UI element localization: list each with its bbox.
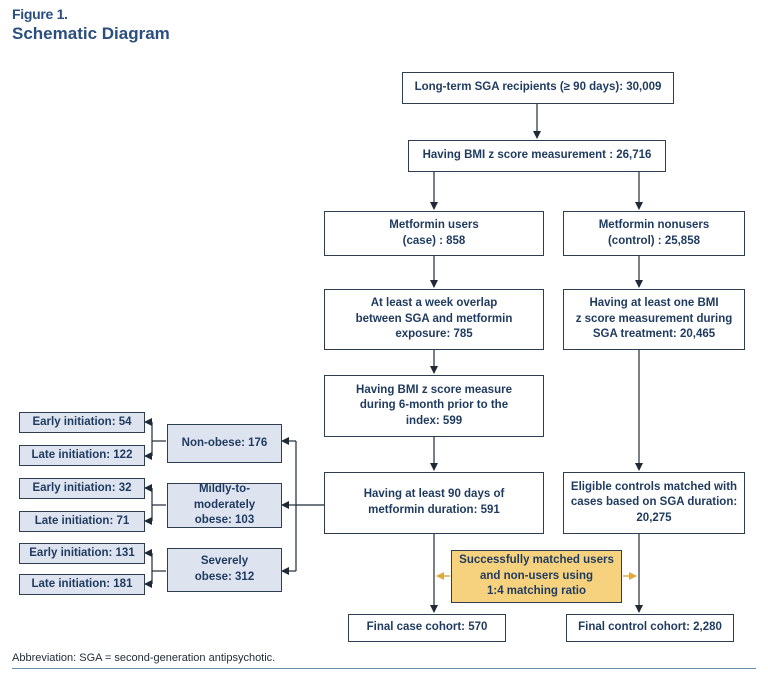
early-initiation-nonobese: Early initiation: 54	[19, 412, 145, 433]
mild-obese-box: Mildly-to-moderately obese: 103	[167, 483, 282, 528]
metformin-nonusers-box: Metformin nonusers (control) : 25,858	[563, 211, 745, 256]
late-initiation-mild: Late initiation: 71	[19, 511, 145, 532]
severe-obese-box: Severely obese: 312	[167, 548, 282, 592]
duration-box: Having at least 90 days of metformin dur…	[324, 472, 544, 534]
metformin-users-box: Metformin users (case) : 858	[324, 211, 544, 256]
recipients-box: Long-term SGA recipients (≥ 90 days): 30…	[402, 72, 674, 104]
matched-box: Successfully matched users and non-users…	[451, 550, 622, 603]
early-initiation-mild: Early initiation: 32	[19, 478, 145, 499]
final-case-box: Final case cohort: 570	[348, 614, 506, 642]
overlap-box: At least a week overlap between SGA and …	[324, 289, 544, 350]
bmi-measure-box: Having BMI z score measurement : 26,716	[408, 140, 666, 172]
final-control-box: Final control cohort: 2,280	[566, 614, 734, 642]
abbreviation-footnote: Abbreviation: SGA = second-generation an…	[12, 652, 276, 664]
early-initiation-severe: Early initiation: 131	[19, 543, 145, 564]
eligible-controls-box: Eligible controls matched with cases bas…	[563, 472, 745, 534]
figure-title: Schematic Diagram	[12, 24, 170, 43]
figure-label: Figure 1.	[12, 6, 68, 22]
one-bmi-box: Having at least one BMI z score measurem…	[563, 289, 745, 350]
footer-rule	[12, 668, 756, 669]
late-initiation-severe: Late initiation: 181	[19, 574, 145, 595]
prior-bmi-box: Having BMI z score measure during 6-mont…	[324, 375, 544, 437]
late-initiation-nonobese: Late initiation: 122	[19, 445, 145, 466]
non-obese-box: Non-obese: 176	[167, 424, 282, 463]
